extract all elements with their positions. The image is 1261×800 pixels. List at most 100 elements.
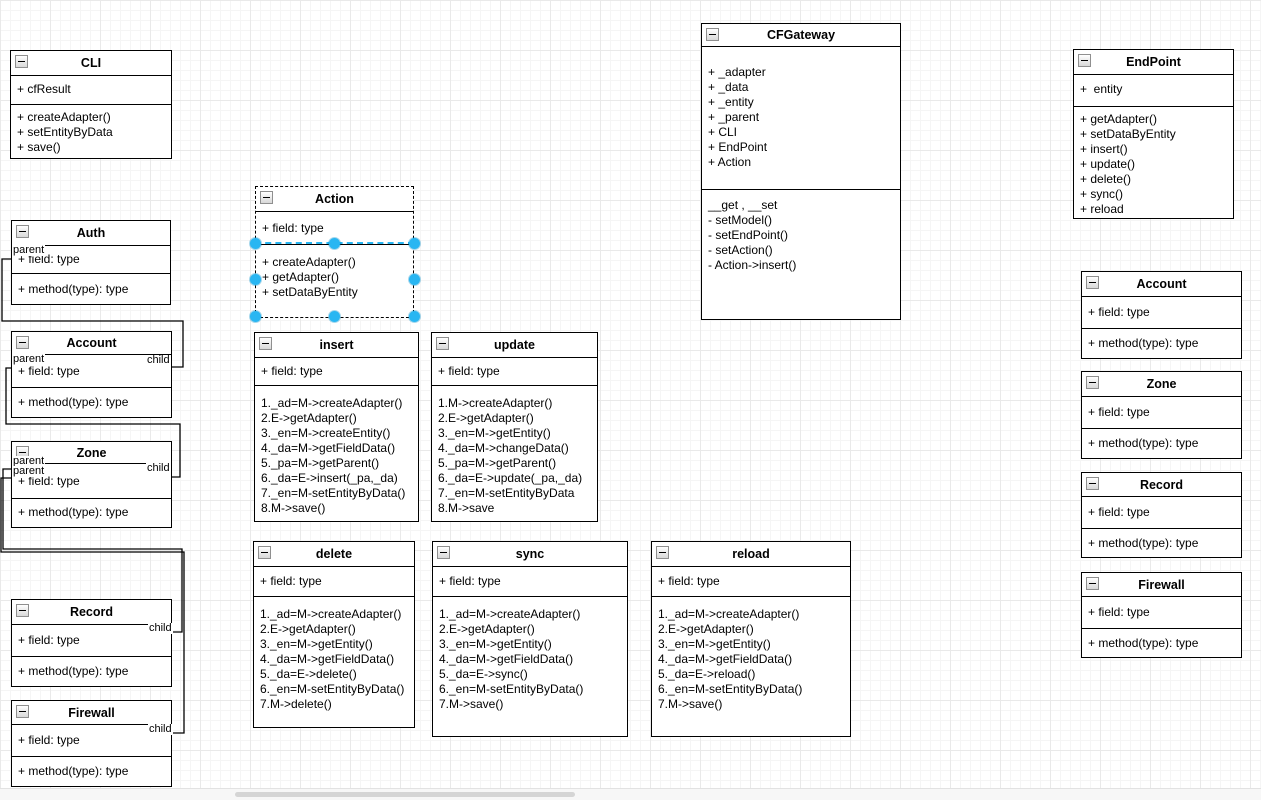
class-account-right[interactable]: Account+ field: type+ method(type): type xyxy=(1081,271,1242,359)
class-firewall-left[interactable]: Firewall+ field: type+ method(type): typ… xyxy=(11,700,172,787)
class-endpoint[interactable]: EndPoint+ entity+ getAdapter()+ setDataB… xyxy=(1073,49,1234,219)
collapse-icon[interactable] xyxy=(15,55,28,68)
class-account-left[interactable]: Account+ field: type+ method(type): type xyxy=(11,331,172,418)
selection-handle[interactable] xyxy=(408,274,420,285)
edge-zone-record[interactable] xyxy=(2,468,183,633)
collapse-icon[interactable] xyxy=(1086,477,1099,490)
class-title: Record xyxy=(1082,473,1241,496)
class-section[interactable]: + method(type): type xyxy=(12,498,171,527)
class-section[interactable]: + entity xyxy=(1074,74,1233,106)
edge-label[interactable]: parent xyxy=(12,465,46,477)
class-section[interactable]: + field: type xyxy=(255,357,418,385)
class-section[interactable]: + field: type xyxy=(1082,496,1241,528)
edge-label[interactable]: child xyxy=(148,622,173,634)
horizontal-scrollbar[interactable] xyxy=(0,788,1261,800)
class-section[interactable]: + field: type xyxy=(1082,296,1241,328)
class-record-right[interactable]: Record+ field: type+ method(type): type xyxy=(1081,472,1242,558)
collapse-icon[interactable] xyxy=(1086,376,1099,389)
class-section[interactable]: 1.M->createAdapter()2.E->getAdapter()3._… xyxy=(432,385,597,521)
collapse-icon[interactable] xyxy=(706,28,719,41)
class-action[interactable]: Action+ field: type+ createAdapter()+ ge… xyxy=(255,186,414,318)
class-cfgateway[interactable]: CFGateway+ _adapter+ _data+ _entity+ _pa… xyxy=(701,23,901,320)
class-section[interactable]: + method(type): type xyxy=(1082,628,1241,657)
collapse-icon[interactable] xyxy=(656,546,669,559)
collapse-icon[interactable] xyxy=(16,604,29,617)
selection-handle[interactable] xyxy=(408,310,420,322)
class-section[interactable]: + method(type): type xyxy=(12,387,171,417)
class-section[interactable]: 1._ad=M->createAdapter()2.E->getAdapter(… xyxy=(255,385,418,521)
class-section[interactable]: + field: type xyxy=(12,463,171,498)
selection-handle[interactable] xyxy=(329,310,340,322)
collapse-icon[interactable] xyxy=(1078,54,1091,67)
edge-auth-account[interactable] xyxy=(1,258,184,368)
selection-handle[interactable] xyxy=(249,310,261,322)
class-cli[interactable]: CLI+ cfResult+ createAdapter()+ setEntit… xyxy=(10,50,172,159)
edge-label[interactable]: child xyxy=(146,462,171,474)
class-member: + method(type): type xyxy=(18,395,129,409)
collapse-icon[interactable] xyxy=(437,546,450,559)
class-record-left[interactable]: Record+ field: type+ method(type): type xyxy=(11,599,172,687)
class-section[interactable]: __get , __set- setModel()- setEndPoint()… xyxy=(702,189,900,319)
class-member: + field: type xyxy=(18,364,80,378)
collapse-icon[interactable] xyxy=(259,337,272,350)
collapse-icon[interactable] xyxy=(16,336,29,349)
class-auth[interactable]: Auth+ field: type+ method(type): type xyxy=(11,220,171,305)
collapse-icon[interactable] xyxy=(1086,577,1099,590)
class-firewall-right[interactable]: Firewall+ field: type+ method(type): typ… xyxy=(1081,572,1242,658)
edge-account-zone[interactable] xyxy=(5,367,181,478)
collapse-icon[interactable] xyxy=(436,337,449,350)
class-section[interactable]: + method(type): type xyxy=(12,656,171,686)
class-section[interactable]: + field: type xyxy=(1082,396,1241,428)
collapse-icon[interactable] xyxy=(260,191,273,204)
class-member: 3._en=M->getEntity() xyxy=(438,426,551,440)
class-section[interactable]: + createAdapter()+ setEntityByData+ save… xyxy=(11,104,171,158)
edge-zone-firewall[interactable] xyxy=(0,477,185,734)
class-zone-right[interactable]: Zone+ field: type+ method(type): type xyxy=(1081,371,1242,459)
class-section[interactable]: 1._ad=M->createAdapter()2.E->getAdapter(… xyxy=(433,596,627,736)
class-section[interactable]: + _adapter+ _data+ _entity+ _parent+ CLI… xyxy=(702,46,900,189)
edge-label[interactable]: parent xyxy=(12,353,46,365)
edge-label[interactable]: child xyxy=(146,354,171,366)
collapse-icon[interactable] xyxy=(16,225,29,238)
class-section[interactable]: + field: type xyxy=(652,566,850,596)
class-section[interactable]: + field: type xyxy=(254,566,414,596)
class-section[interactable]: + method(type): type xyxy=(1082,328,1241,358)
class-section[interactable]: + getAdapter()+ setDataByEntity+ insert(… xyxy=(1074,106,1233,218)
class-section[interactable]: 1._ad=M->createAdapter()2.E->getAdapter(… xyxy=(254,596,414,727)
class-section[interactable]: 1._ad=M->createAdapter()2.E->getAdapter(… xyxy=(652,596,850,736)
class-section[interactable]: + method(type): type xyxy=(1082,428,1241,458)
class-section[interactable]: + field: type xyxy=(1082,596,1241,628)
selection-handle[interactable] xyxy=(329,237,340,249)
collapse-icon[interactable] xyxy=(1086,276,1099,289)
selection-handle[interactable] xyxy=(408,237,420,249)
class-section[interactable]: + method(type): type xyxy=(1082,528,1241,557)
class-member: + Action xyxy=(708,155,752,169)
class-section[interactable]: + field: type xyxy=(12,624,171,656)
class-section[interactable]: + field: type xyxy=(12,724,171,756)
class-section[interactable]: + field: type xyxy=(433,566,627,596)
horizontal-scrollbar-thumb[interactable] xyxy=(235,792,575,797)
edge-label[interactable]: parent xyxy=(12,244,46,256)
class-section[interactable]: + field: type xyxy=(12,354,171,387)
class-section[interactable]: + field: type xyxy=(256,211,413,244)
selection-handle[interactable] xyxy=(249,274,261,285)
class-section[interactable]: + method(type): type xyxy=(12,756,171,786)
class-section[interactable]: + method(type): type xyxy=(12,273,170,304)
class-section[interactable]: + createAdapter()+ getAdapter()+ setData… xyxy=(256,244,413,317)
class-member: - Action->insert() xyxy=(708,258,797,272)
class-section[interactable]: + field: type xyxy=(432,357,597,385)
class-section[interactable]: + cfResult xyxy=(11,75,171,104)
class-zone-left[interactable]: Zone+ field: type+ method(type): type xyxy=(11,441,172,528)
collapse-icon[interactable] xyxy=(16,705,29,718)
edge-label[interactable]: parent xyxy=(12,455,46,467)
class-member: 2.E->getAdapter() xyxy=(658,622,754,636)
edge-label[interactable]: child xyxy=(148,723,173,735)
collapse-icon[interactable] xyxy=(258,546,271,559)
selection-handle[interactable] xyxy=(249,237,261,249)
